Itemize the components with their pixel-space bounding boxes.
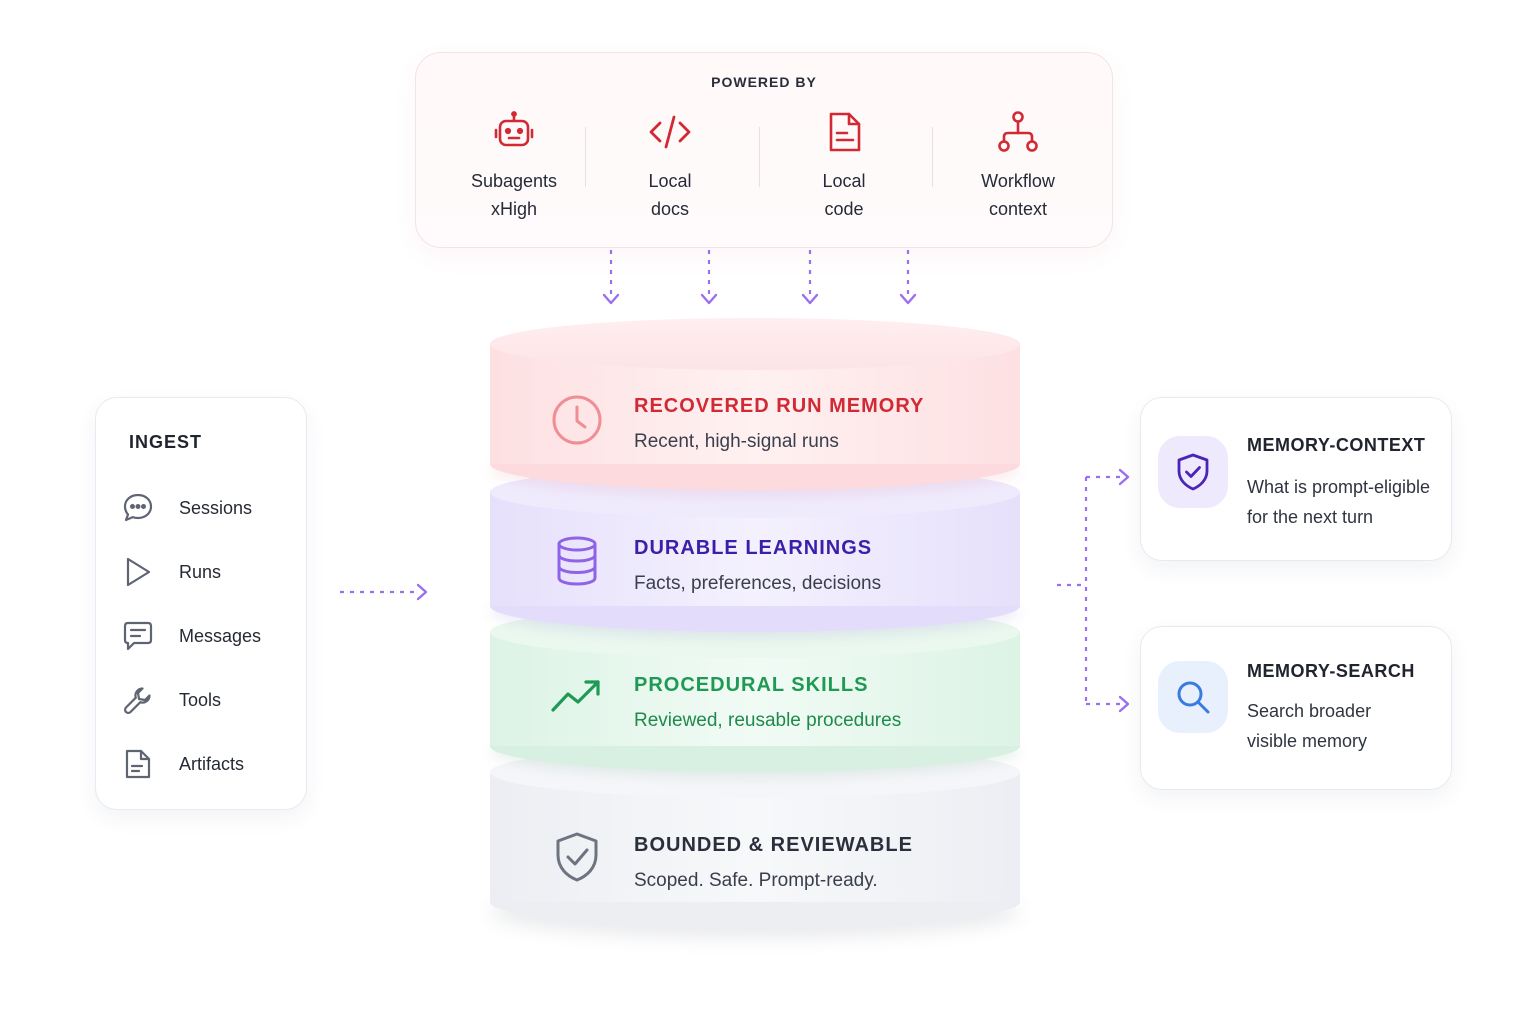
layer-title: RECOVERED RUN MEMORY: [634, 395, 925, 417]
powered-item-line1: Workflow: [981, 171, 1055, 191]
ingest-item-messages: Messages: [122, 620, 302, 654]
layer-durable-learnings: DURABLE LEARNINGS Facts, preferences, de…: [490, 466, 1020, 632]
ingest-item-runs: Runs: [122, 556, 302, 590]
powered-item-line2: xHigh: [490, 199, 538, 219]
clock-icon: [552, 395, 602, 445]
ingest-item-tools: Tools: [122, 684, 302, 718]
ingest-label: Tools: [179, 690, 222, 710]
database-icon: [557, 536, 597, 586]
trending-up-icon: [551, 680, 600, 712]
robot-icon: [494, 111, 534, 147]
layer-title: BOUNDED & REVIEWABLE: [634, 834, 913, 856]
layer-title: DURABLE LEARNINGS: [634, 537, 873, 559]
layer-title: PROCEDURAL SKILLS: [634, 674, 869, 696]
card-description: Search broader visible memory: [1247, 696, 1447, 756]
powered-item-subagents: Subagents xHigh: [439, 109, 589, 223]
card-description: What is prompt-eligible for the next tur…: [1247, 472, 1447, 532]
layer-subtitle: Scoped. Safe. Prompt-ready.: [634, 870, 878, 891]
divider: [759, 127, 760, 187]
powered-item-line1: Subagents: [470, 171, 558, 191]
memory-search-card: MEMORY-SEARCH Search broader visible mem…: [1140, 626, 1452, 790]
card-desc-line2: visible memory: [1247, 731, 1368, 751]
message-icon: [123, 621, 153, 651]
layer-subtitle: Facts, preferences, decisions: [634, 573, 882, 594]
layer-subtitle: Recent, high-signal runs: [634, 431, 839, 452]
search-icon: [1177, 681, 1210, 714]
play-icon: [126, 557, 151, 587]
divider: [932, 127, 933, 187]
shield-check-icon: [1177, 453, 1209, 491]
powered-item-line2: code: [824, 199, 864, 219]
layer-bounded-reviewable: BOUNDED & REVIEWABLE Scoped. Safe. Promp…: [490, 746, 1020, 928]
code-icon: [649, 115, 691, 149]
powered-item-line2: context: [988, 199, 1048, 219]
card-desc-line2: for the next turn: [1247, 507, 1374, 527]
shield-check-icon: [556, 832, 598, 882]
powered-item-line2: docs: [650, 199, 690, 219]
ingest-item-sessions: Sessions: [122, 492, 302, 526]
file-icon: [125, 749, 151, 779]
ingest-item-artifacts: Artifacts: [122, 748, 302, 782]
divider: [585, 127, 586, 187]
card-icon-wrap: [1158, 436, 1228, 508]
ingest-label: Runs: [179, 562, 222, 582]
layer-subtitle: Reviewed, reusable procedures: [634, 710, 902, 731]
card-title: MEMORY-SEARCH: [1247, 661, 1415, 681]
wrench-icon: [123, 687, 151, 715]
ingest-label: Artifacts: [179, 754, 245, 774]
memory-context-card: MEMORY-CONTEXT What is prompt-eligible f…: [1140, 397, 1452, 561]
workflow-icon: [998, 111, 1038, 152]
powered-item-workflow: Workflow context: [943, 109, 1093, 223]
powered-by-panel: POWERED BY Subagents xHigh Local docs: [415, 52, 1113, 248]
powered-by-title: POWERED BY: [711, 74, 817, 90]
ingest-title: INGEST: [129, 432, 203, 452]
layer-recovered-run-memory: RECOVERED RUN MEMORY Recent, high-signal…: [490, 318, 1020, 490]
chat-bubble-icon: [123, 493, 153, 522]
ingest-label: Sessions: [179, 498, 253, 518]
powered-item-local-code: Local code: [769, 109, 919, 223]
powered-item-line1: Local: [822, 171, 866, 191]
powered-item-line1: Local: [648, 171, 692, 191]
card-title: MEMORY-CONTEXT: [1247, 435, 1426, 455]
card-desc-line1: Search broader: [1247, 701, 1372, 721]
document-icon: [829, 112, 861, 152]
ingest-label: Messages: [179, 626, 262, 646]
powered-item-local-docs: Local docs: [595, 109, 745, 223]
card-icon-wrap: [1158, 661, 1228, 733]
card-desc-line1: What is prompt-eligible: [1247, 477, 1431, 497]
ingest-panel: INGEST Sessions Runs Messages Tools: [95, 397, 307, 810]
